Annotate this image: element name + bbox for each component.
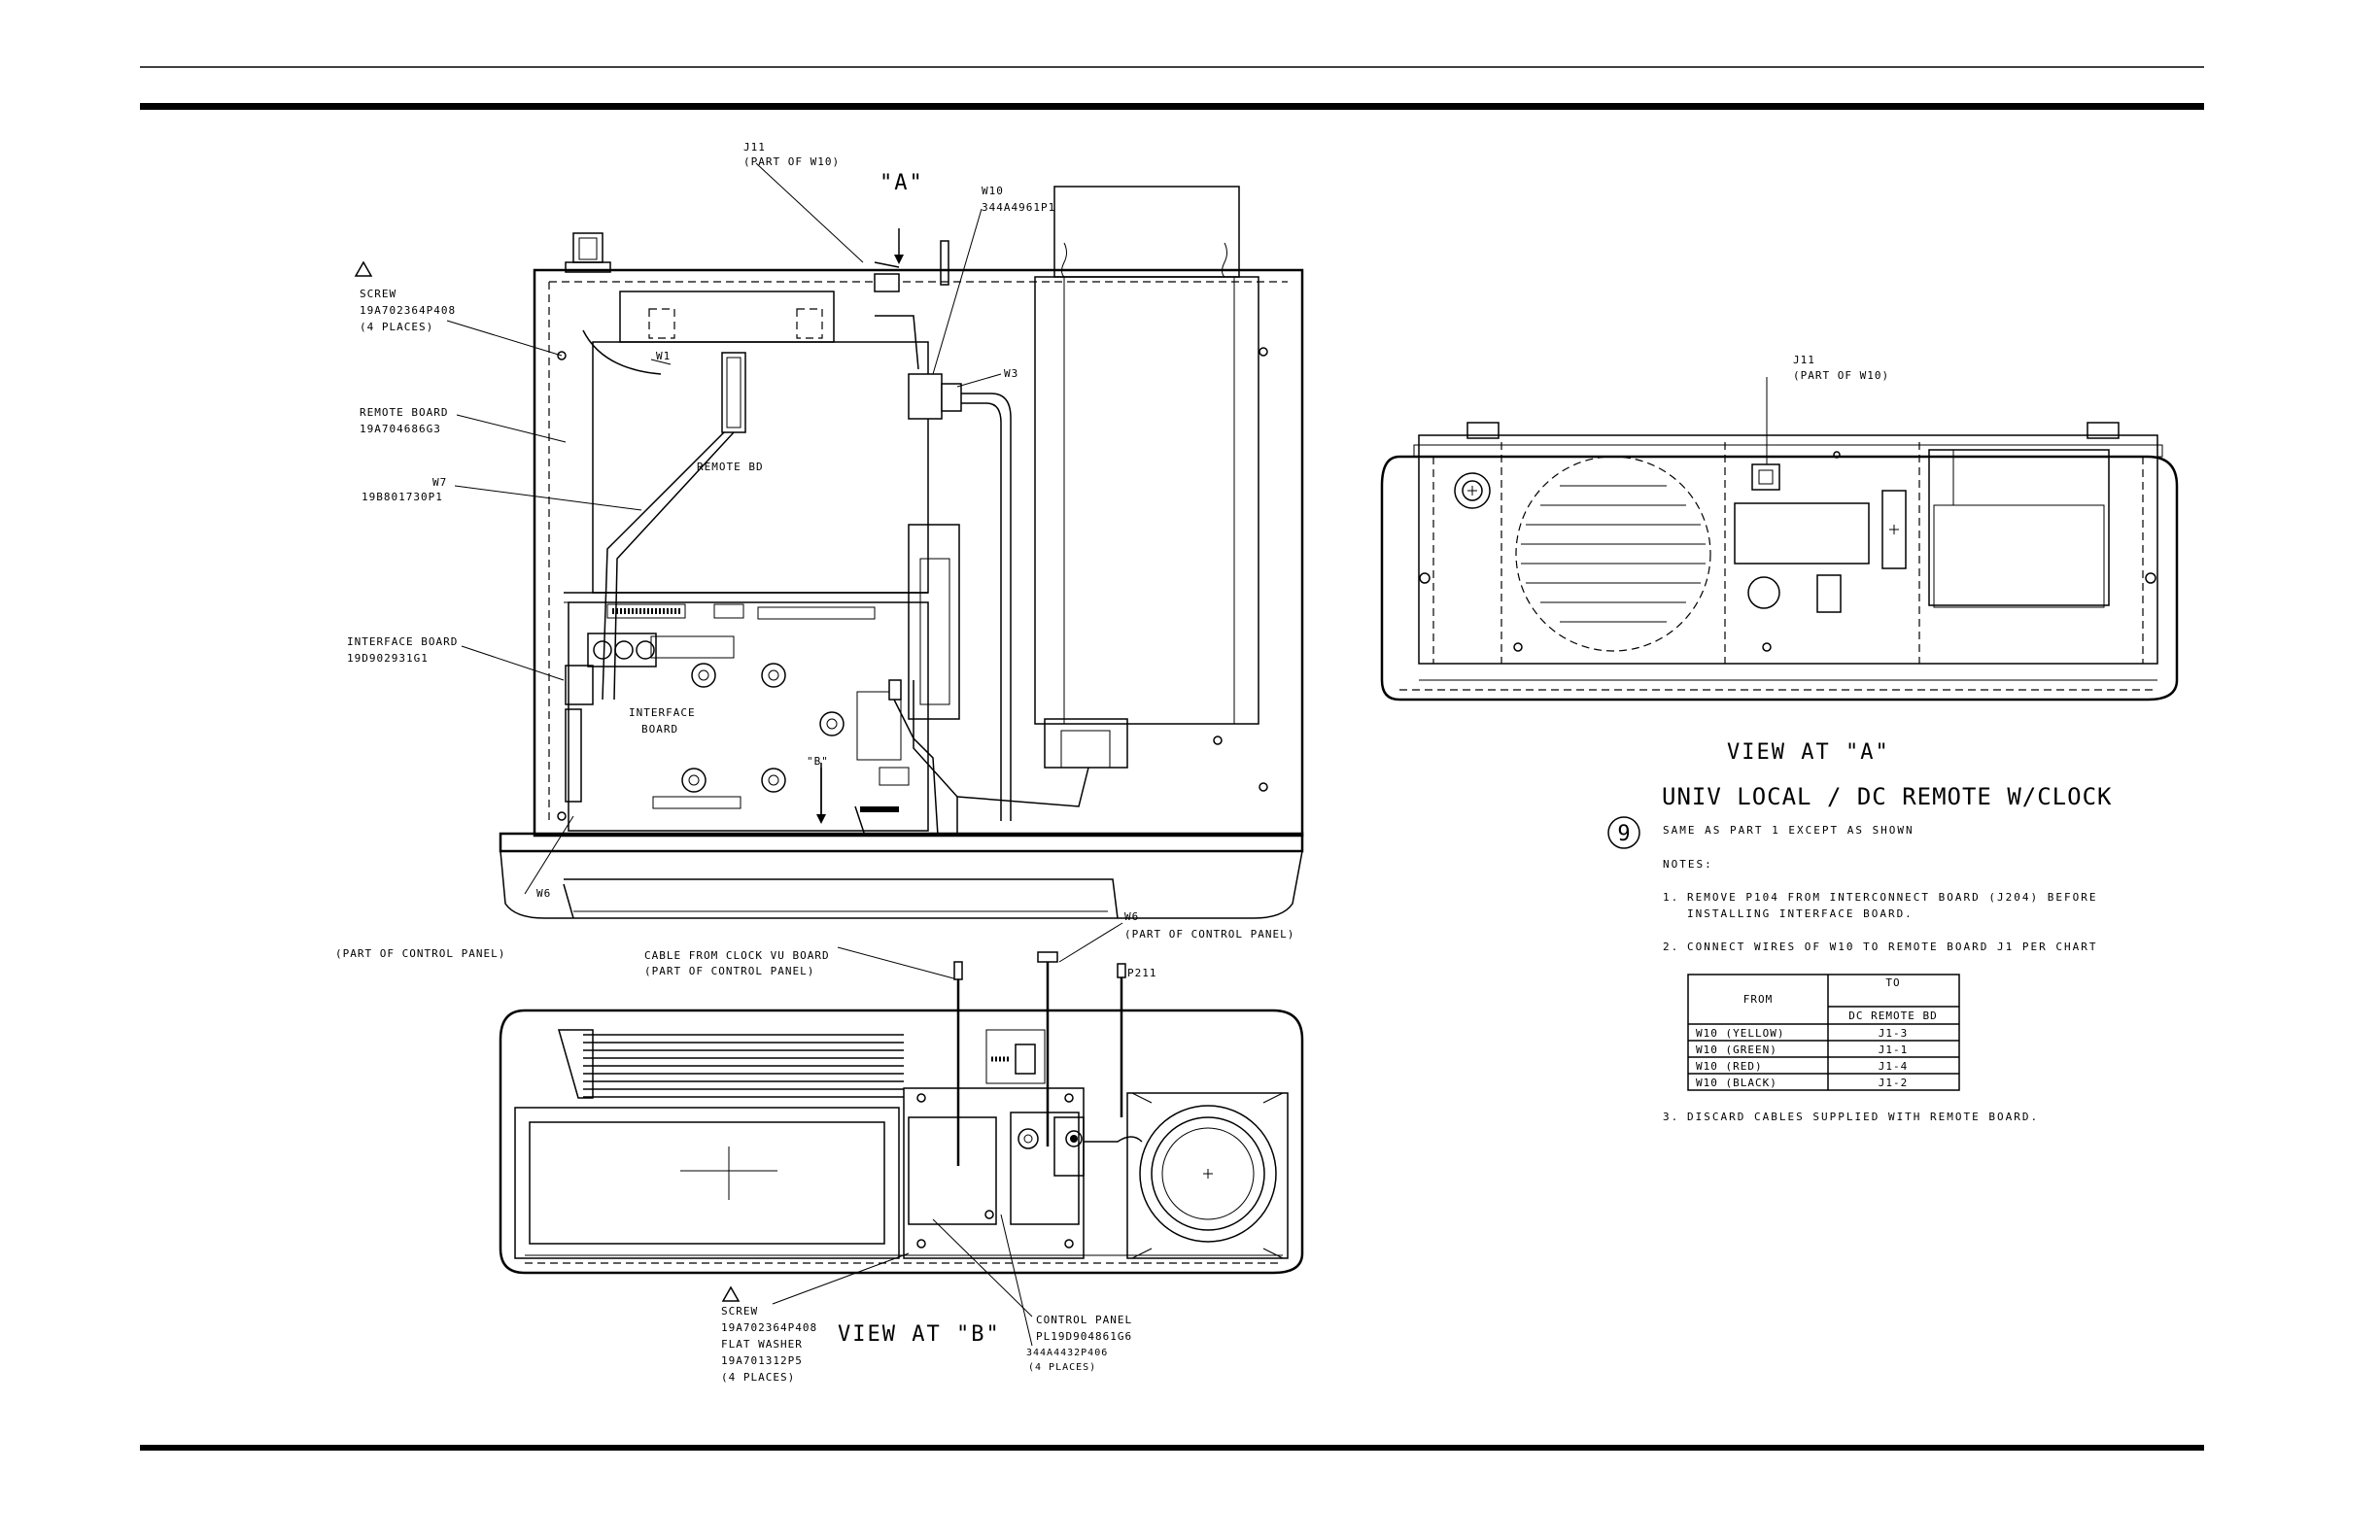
table-row-from: W10 (GREEN) [1696,1044,1777,1056]
w7-label: W7 [432,476,447,489]
view-at-b-title: VIEW AT "B" [838,1322,1001,1347]
front-screw-part: 19A702364P408 [721,1321,817,1334]
w10-part-number: 344A4961P1 [982,201,1055,214]
table-row-to: J1-2 [1879,1077,1909,1089]
top-thick-rule [140,103,2204,110]
front-view-labels: SCREW 19A702364P408 FLAT WASHER 19A70131… [721,1305,1132,1384]
notes-heading: NOTES: [1663,858,1713,871]
table-from-header: FROM [1743,993,1774,1006]
view-a-marker: "A" [880,171,924,195]
table-row-to: J1-3 [1879,1027,1909,1040]
flat-washer-part: 19A701312P5 [721,1354,803,1367]
note-3-line1: DISCARD CABLES SUPPLIED WITH REMOTE BOAR… [1687,1111,2039,1123]
interface-board-label: INTERFACE BOARD [347,635,458,648]
w6-left-part: (PART OF CONTROL PANEL) [335,947,505,960]
screw-part-number: 19A702364P408 [360,304,456,317]
view-at-a-title: VIEW AT "A" [1727,740,1890,765]
notes-subtitle: SAME AS PART 1 EXCEPT AS SHOWN [1663,824,1914,837]
w3-label: W3 [1004,367,1018,380]
cable-part-label: (PART OF CONTROL PANEL) [644,965,814,977]
board-text: BOARD [641,723,678,736]
control-panel-label: CONTROL PANEL [1036,1314,1132,1326]
j11-part-label: (PART OF W10) [743,155,840,168]
bottom-thick-rule [140,1445,2204,1451]
wiring-table: FROM TO DC REMOTE BD W10 (YELLOW) J1-3 W… [1687,974,1960,1091]
item-number-circle [1607,816,1640,849]
interface-text: INTERFACE [629,706,696,719]
remote-board-part-number: 19A704686G3 [360,423,441,435]
w7-part-number: 19B801730P1 [362,491,443,503]
screw-label: SCREW [360,288,397,300]
w10-label: W10 [982,185,1004,197]
rear-view-panel [1380,377,2179,702]
cable-from-clock-label: CABLE FROM CLOCK VU BOARD [644,949,830,962]
rear-view-labels: J11 (PART OF W10) VIEW AT "A" [1727,354,1890,765]
j11-label: J11 [743,141,766,154]
screw-places: (4 PLACES) [360,321,433,333]
note-2-number: 2. [1663,941,1679,953]
table-to-header: TO [1885,976,1900,989]
table-row-from: W10 (RED) [1696,1060,1763,1073]
top-view-labels: J11 (PART OF W10) "A" W10 344A4961P1 SCR… [335,141,1294,979]
w6-left-label: W6 [536,887,551,900]
rear-j11-part: (PART OF W10) [1793,369,1889,382]
flat-washer-label: FLAT WASHER [721,1338,803,1351]
note-3-number: 3. [1663,1111,1679,1123]
note-1-line2: INSTALLING INTERFACE BOARD. [1687,907,1914,920]
rear-j11-label: J11 [1793,354,1815,366]
w6-right-label: W6 [1124,910,1139,923]
front-screw-places: (4 PLACES) [721,1371,795,1384]
remote-board-label: REMOTE BOARD [360,406,448,419]
table-row-to: J1-1 [1879,1044,1909,1056]
notes-section: UNIV LOCAL / DC REMOTE W/CLOCK 9 SAME AS… [1607,783,2112,1123]
w6-right-part: (PART OF CONTROL PANEL) [1124,928,1294,941]
control-panel-screw-part: 344A4432P406 [1026,1348,1108,1358]
view-b-marker: "B" [807,755,829,768]
p211-label: P211 [1127,967,1157,979]
item-number: 9 [1617,822,1630,846]
front-view-panel [499,951,1304,1347]
top-view-chassis [354,162,1304,980]
control-panel-places: (4 PLACES) [1028,1362,1096,1373]
front-screw-label: SCREW [721,1305,758,1318]
table-row-from: W10 (BLACK) [1696,1077,1777,1089]
control-panel-part: PL19D904861G6 [1036,1330,1132,1343]
table-row-to: J1-4 [1879,1060,1909,1073]
interface-board-part-number: 19D902931G1 [347,652,429,665]
note-2-line1: CONNECT WIRES OF W10 TO REMOTE BOARD J1 … [1687,941,2098,953]
remote-bd-label: REMOTE BD [697,461,764,473]
w1-label: W1 [656,350,671,362]
note-1-line1: REMOVE P104 FROM INTERCONNECT BOARD (J20… [1687,891,2098,904]
table-row-from: W10 (YELLOW) [1696,1027,1784,1040]
table-to-subheader: DC REMOTE BD [1848,1010,1937,1022]
part-title: UNIV LOCAL / DC REMOTE W/CLOCK [1662,783,2112,810]
note-1-number: 1. [1663,891,1679,904]
